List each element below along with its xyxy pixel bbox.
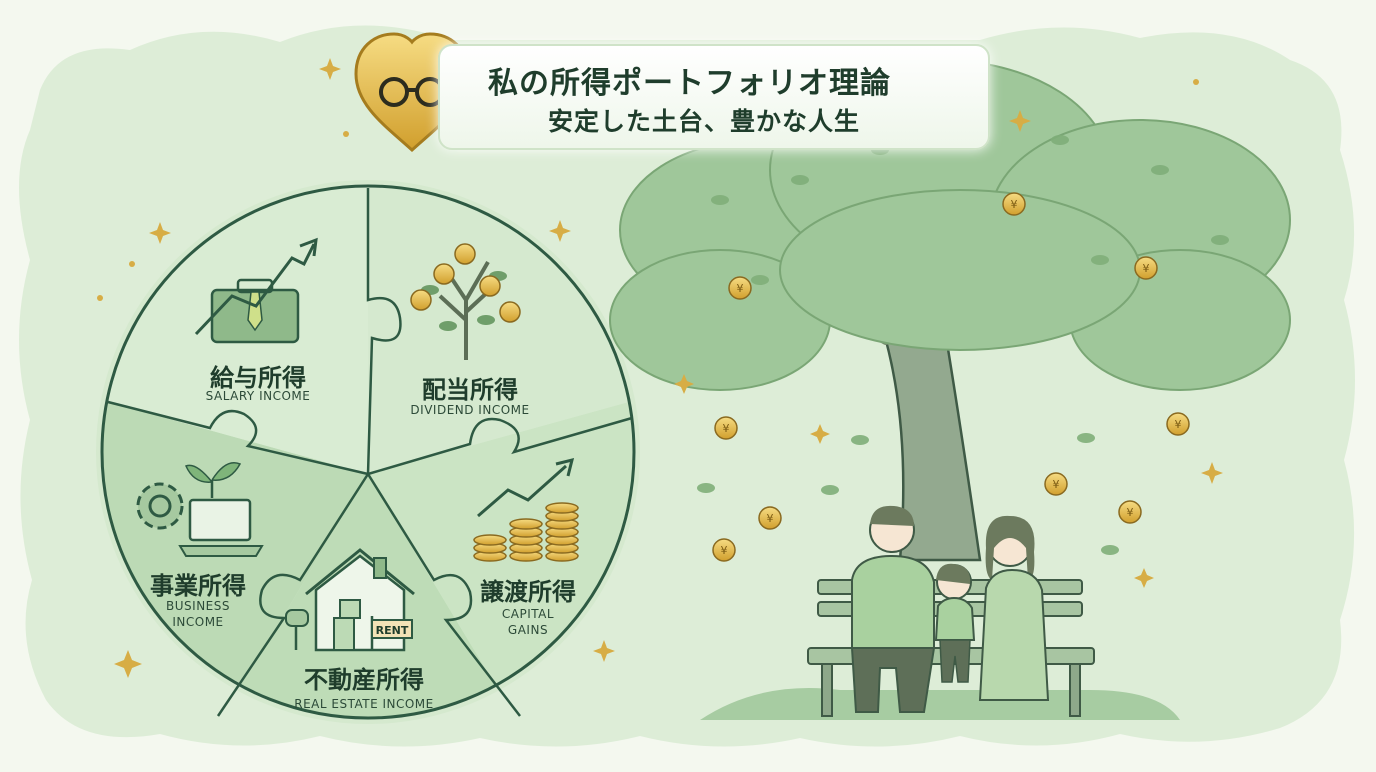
coin-yen-symbol: ¥ [1143,262,1150,275]
mailbox-icon [285,609,309,650]
tree [609,59,1291,720]
coin-yen-symbol: ¥ [737,282,744,295]
coin-yen-symbol: ¥ [721,544,728,557]
family [850,505,1050,713]
salary-label-en: SALARY INCOME [205,389,311,403]
money-tree-icon [410,243,521,360]
page-title: 私の所得ポートフォリオ理論 [488,66,891,101]
coin-stack-icon [473,457,579,562]
coin-yen-symbol: ¥ [723,422,730,435]
rent-sign-icon: RENT [370,616,413,650]
coin-yen-symbol: ¥ [1175,418,1182,431]
father [850,505,936,713]
briefcase-icon [210,278,300,344]
dividend-label-en: DIVIDEND INCOME [410,403,530,417]
trend-arrow-icon [194,237,318,336]
coin-yen-symbol: ¥ [1053,478,1060,491]
coin-yen-symbol: ¥ [767,512,774,525]
rent-sign-text: RENT [376,624,409,637]
capital-label: 譲渡所得 [480,578,576,606]
gear-icon [136,482,184,530]
sparkle-icon [97,58,1223,678]
salary-label: 給与所得 [210,364,306,392]
tree-canopy [609,59,1291,391]
business-label-en-line1: BUSINESS [166,599,230,613]
coin-yen-symbol: ¥ [1011,198,1018,211]
business-label: 事業所得 [150,572,246,600]
coin-yen-symbol: ¥ [1127,506,1134,519]
realestate-label: 不動産所得 [304,666,424,694]
title-card [438,44,990,150]
laptop-icon [178,498,264,557]
sprout-icon [184,462,242,498]
business-label-en-line2: INCOME [172,615,224,629]
mother [978,515,1050,701]
page-subtitle: 安定した土台、豊かな人生 [548,107,861,136]
capital-label-en: CAPITAL GAINS [458,606,598,638]
business-label-en: BUSINESS INCOME [128,598,268,630]
realestate-label-en: REAL ESTATE INCOME [294,697,434,711]
capital-label-en-line2: GAINS [507,623,549,637]
capital-label-en-line1: CAPITAL [501,607,555,621]
dividend-label: 配当所得 [422,376,518,404]
coin-icon: ¥ ¥ ¥ ¥ ¥ ¥ ¥ ¥ ¥ [712,192,1190,562]
child [934,563,976,683]
